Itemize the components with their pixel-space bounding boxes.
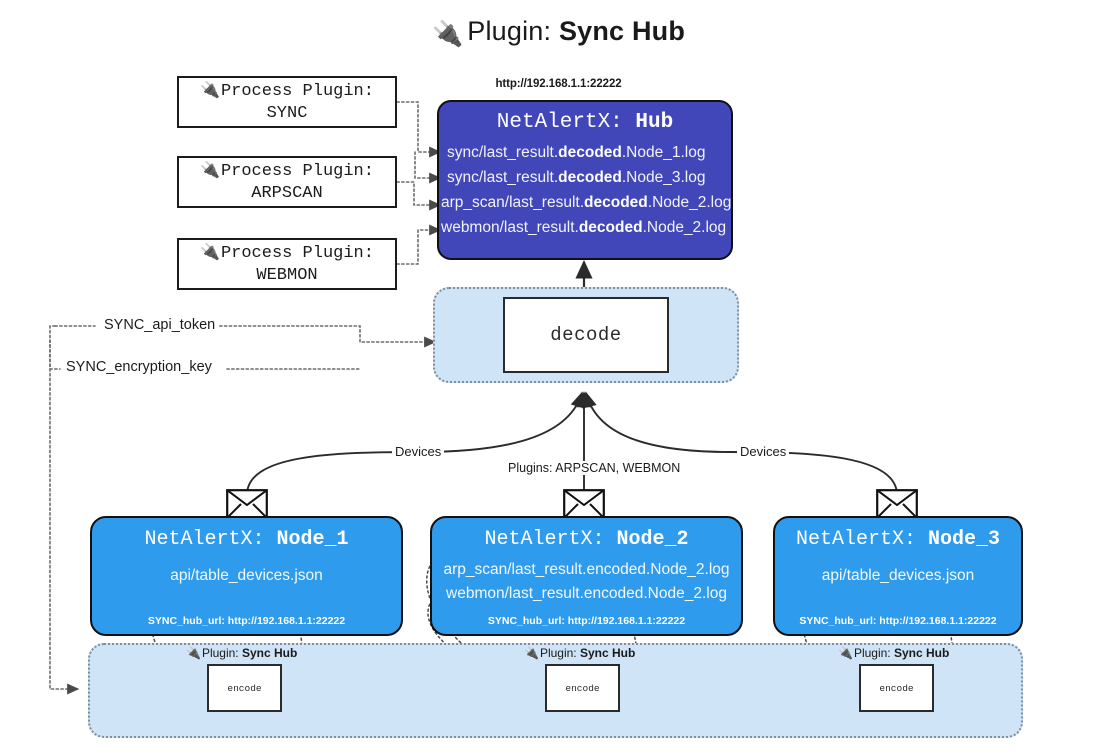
envelope-icon-node-1	[226, 489, 268, 524]
node-title: NetAlertX: Node_2	[484, 528, 689, 551]
node-line: arp_scan/last_result.encoded.Node_2.log	[443, 561, 730, 578]
node-box-node-3[interactable]: NetAlertX: Node_3 api/table_devices.json…	[773, 516, 1023, 636]
encode-box-2[interactable]: encode	[545, 664, 620, 712]
plug-icon: 🔌	[200, 79, 220, 99]
plug-icon: 🔌	[200, 159, 220, 179]
process-plugin-box-webmon[interactable]: 🔌Process Plugin: WEBMON	[177, 238, 397, 290]
node-title: NetAlertX: Node_1	[144, 528, 349, 551]
process-plugin-box-sync[interactable]: 🔌Process Plugin: SYNC	[177, 76, 397, 128]
encode-label: encode	[879, 682, 914, 694]
node-footer: SYNC_hub_url: http://192.168.1.1:22222	[147, 615, 346, 627]
node-box-node-2[interactable]: NetAlertX: Node_2 arp_scan/last_result.e…	[430, 516, 743, 636]
plugins-label-center: Plugins: ARPSCAN, WEBMON	[505, 461, 684, 475]
node-line: webmon/last_result.encoded.Node_2.log	[446, 585, 727, 602]
encode-box-3[interactable]: encode	[859, 664, 934, 712]
encode-box-1[interactable]: encode	[207, 664, 282, 712]
process-plugin-line2: WEBMON	[256, 266, 318, 285]
page-title: 🔌Plugin: Sync Hub	[0, 16, 1117, 48]
hub-log-line: sync/last_result.decoded.Node_1.log	[447, 144, 706, 161]
page-title-prefix: Plugin:	[467, 16, 552, 46]
process-plugin-line1: 🔌Process Plugin:	[200, 79, 374, 101]
envelope-icon-node-3	[876, 489, 918, 524]
node-line: api/table_devices.json	[821, 567, 975, 584]
node-footer: SYNC_hub_url: http://192.168.1.1:22222	[799, 615, 997, 627]
encoder-caption-1: 🔌Plugin: Sync Hub	[186, 646, 298, 660]
plug-icon: 🔌	[186, 646, 201, 660]
process-plugin-line1: 🔌Process Plugin:	[200, 241, 374, 263]
plug-icon: 🔌	[524, 646, 539, 660]
process-plugin-line2: SYNC	[266, 104, 308, 123]
hub-title: NetAlertX: Hub	[496, 111, 674, 134]
encoder-caption-3: 🔌Plugin: Sync Hub	[838, 646, 950, 660]
encoder-caption-2: 🔌Plugin: Sync Hub	[524, 646, 636, 660]
devices-label-left: Devices	[392, 444, 445, 459]
process-plugin-line2: ARPSCAN	[251, 184, 323, 203]
decode-label: decode	[550, 324, 622, 346]
plug-icon: 🔌	[431, 20, 464, 48]
process-plugin-line1: 🔌Process Plugin:	[200, 159, 374, 181]
encode-label: encode	[565, 682, 600, 694]
process-plugin-box-arpscan[interactable]: 🔌Process Plugin: ARPSCAN	[177, 156, 397, 208]
decode-box[interactable]: decode	[503, 297, 669, 373]
plug-icon: 🔌	[838, 646, 853, 660]
envelope-icon-node-2	[563, 489, 605, 524]
hub-log-line: sync/last_result.decoded.Node_3.log	[447, 169, 706, 187]
node-title: NetAlertX: Node_3	[795, 528, 1001, 551]
sync-api-token-label: SYNC_api_token	[100, 317, 220, 333]
sync-encryption-key-label: SYNC_encryption_key	[62, 359, 216, 375]
hub-box[interactable]: NetAlertX: Hub sync/last_result.decoded.…	[437, 100, 733, 260]
hub-log-line: arp_scan/last_result.decoded.Node_2.log	[441, 194, 732, 212]
plug-icon: 🔌	[200, 241, 220, 261]
encode-label: encode	[227, 682, 262, 694]
page-title-name: Sync Hub	[558, 16, 686, 46]
devices-label-right: Devices	[737, 444, 790, 459]
hub-log-line: webmon/last_result.decoded.Node_2.log	[441, 219, 727, 237]
node-box-node-1[interactable]: NetAlertX: Node_1 api/table_devices.json…	[90, 516, 403, 636]
node-footer: SYNC_hub_url: http://192.168.1.1:22222	[487, 615, 686, 627]
hub-url-label: http://192.168.1.1:22222	[495, 78, 622, 90]
node-line: api/table_devices.json	[170, 567, 323, 584]
